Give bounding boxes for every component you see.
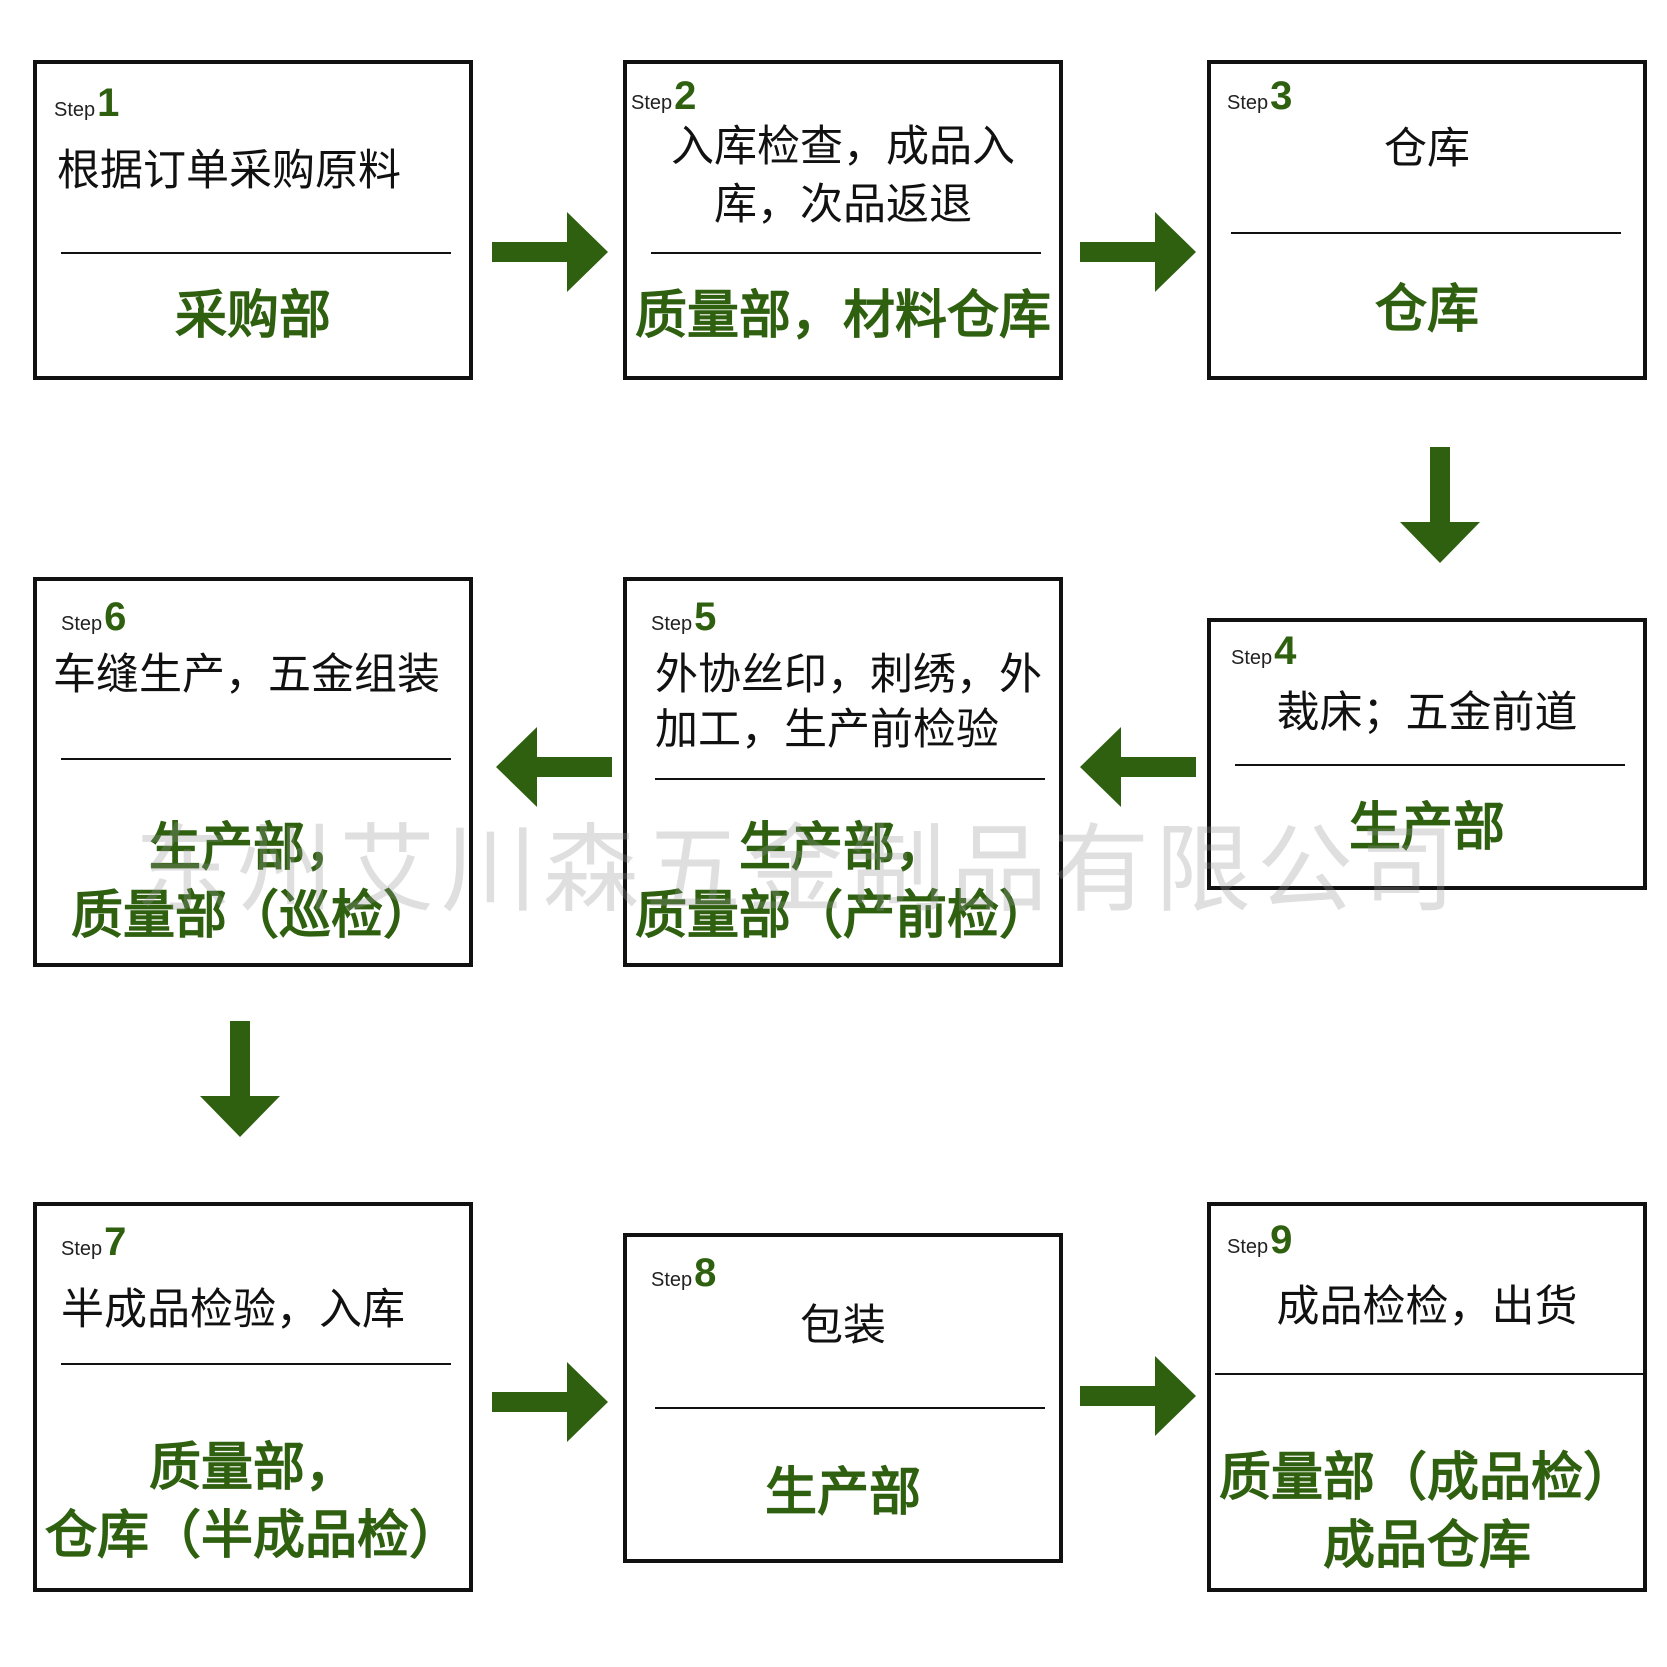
step-label: Step <box>61 613 103 635</box>
step-2-task-line-1: 入库检查，成品入 <box>671 122 1015 172</box>
step-label: Step <box>54 99 96 121</box>
step-3-box: Step3 仓库 仓库 <box>1207 60 1647 380</box>
step-9-divider <box>1215 1373 1645 1375</box>
step-2-dept: 质量部，材料仓库 <box>634 286 1051 346</box>
step-7-task: 半成品检验，入库 <box>61 1285 405 1335</box>
step-5-divider <box>655 778 1045 780</box>
step-9-box: Step9 成品检检，出货 质量部（成品检） 成品仓库 <box>1207 1202 1647 1592</box>
step-6-divider <box>61 758 451 760</box>
step-5-dept-line-1: 生产部， <box>738 818 947 878</box>
step-8-divider <box>655 1407 1045 1409</box>
step-4-divider <box>1235 764 1625 766</box>
left-arrow-icon <box>496 727 612 807</box>
right-arrow-icon <box>1080 1356 1196 1436</box>
step-7-tag: Step7 <box>61 1222 126 1262</box>
step-6-dept-line-2: 质量部（巡检） <box>70 886 435 946</box>
step-9-dept-line-1: 质量部（成品检） <box>1218 1448 1635 1508</box>
step-8-box: Step8 包装 生产部 <box>623 1233 1063 1563</box>
step-label: Step <box>1227 1236 1269 1258</box>
step-7-dept-line-2: 仓库（半成品检） <box>44 1506 461 1566</box>
step-number: 8 <box>694 1251 717 1295</box>
step-2-box: Step2 入库检查，成品入 库，次品返退 质量部，材料仓库 <box>623 60 1063 380</box>
step-7-box: Step7 半成品检验，入库 质量部， 仓库（半成品检） <box>33 1202 473 1592</box>
step-7-divider <box>61 1363 451 1365</box>
step-3-task: 仓库 <box>1384 124 1470 174</box>
step-label: Step <box>1227 92 1269 114</box>
step-2-tag: Step2 <box>631 76 696 116</box>
step-6-task: 车缝生产，五金组装 <box>53 650 440 700</box>
step-3-dept: 仓库 <box>1374 280 1479 340</box>
step-9-task: 成品检检，出货 <box>1276 1282 1578 1332</box>
step-5-task-line-1: 外协丝印，刺绣，外 <box>655 650 1042 700</box>
down-arrow-icon <box>1400 447 1480 563</box>
step-3-tag: Step3 <box>1227 76 1292 116</box>
step-5-tag: Step5 <box>651 597 716 637</box>
step-number: 7 <box>104 1220 127 1264</box>
step-7-dept-line-1: 质量部， <box>148 1438 357 1498</box>
step-2-divider <box>651 252 1041 254</box>
step-5-dept-line-2: 质量部（产前检） <box>634 886 1051 946</box>
step-8-dept: 生产部 <box>764 1463 921 1523</box>
step-label: Step <box>1231 647 1273 669</box>
step-label: Step <box>651 613 693 635</box>
step-1-box: Step1 根据订单采购原料 采购部 <box>33 60 473 380</box>
step-number: 6 <box>104 595 127 639</box>
step-4-box: Step4 裁床；五金前道 生产部 <box>1207 618 1647 890</box>
step-6-tag: Step6 <box>61 597 126 637</box>
step-number: 9 <box>1270 1218 1293 1262</box>
step-5-box: Step5 外协丝印，刺绣，外 加工，生产前检验 生产部， 质量部（产前检） <box>623 577 1063 967</box>
step-label: Step <box>651 1269 693 1291</box>
right-arrow-icon <box>492 1362 608 1442</box>
right-arrow-icon <box>1080 212 1196 292</box>
step-2-task-line-2: 库，次品返退 <box>714 180 972 230</box>
step-number: 4 <box>1274 629 1297 673</box>
step-5-task-line-2: 加工，生产前检验 <box>655 705 999 755</box>
right-arrow-icon <box>492 212 608 292</box>
step-1-dept: 采购部 <box>174 286 331 346</box>
left-arrow-icon <box>1080 727 1196 807</box>
step-1-tag: Step1 <box>54 83 119 123</box>
down-arrow-icon <box>200 1021 280 1137</box>
step-9-dept-line-2: 成品仓库 <box>1322 1516 1531 1576</box>
step-number: 1 <box>97 81 120 125</box>
step-6-dept-line-1: 生产部， <box>148 818 357 878</box>
step-8-task: 包装 <box>800 1301 886 1351</box>
step-number: 2 <box>674 74 697 118</box>
step-label: Step <box>61 1238 103 1260</box>
step-1-divider <box>61 252 451 254</box>
step-8-tag: Step8 <box>651 1253 716 1293</box>
step-9-tag: Step9 <box>1227 1220 1292 1260</box>
step-1-task: 根据订单采购原料 <box>57 146 401 196</box>
step-4-dept: 生产部 <box>1348 798 1505 858</box>
step-3-divider <box>1231 232 1621 234</box>
step-number: 3 <box>1270 74 1293 118</box>
step-4-tag: Step4 <box>1231 631 1296 671</box>
step-label: Step <box>631 92 673 114</box>
step-6-box: Step6 车缝生产，五金组装 生产部， 质量部（巡检） <box>33 577 473 967</box>
step-number: 5 <box>694 595 717 639</box>
step-4-task: 裁床；五金前道 <box>1276 688 1578 738</box>
